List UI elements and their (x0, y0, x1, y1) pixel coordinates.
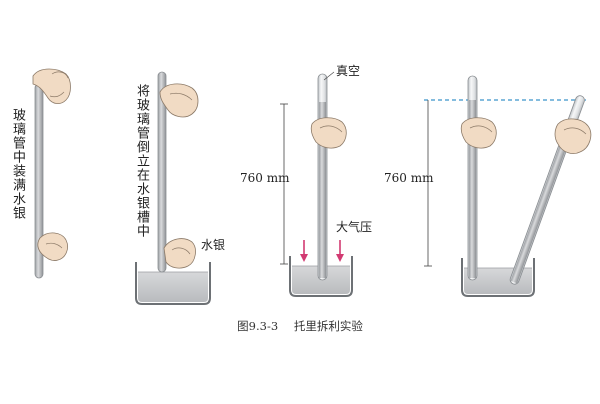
hand-icon (163, 238, 196, 269)
panel-1 (32, 68, 71, 279)
height-dimension (424, 100, 432, 267)
hand-icon (460, 117, 497, 149)
panel-4 (424, 75, 592, 297)
panel-2 (135, 71, 211, 305)
mercury-trough-icon (135, 262, 211, 305)
glass-tube-icon (157, 71, 167, 273)
hand-icon (32, 68, 71, 104)
pressure-arrow-icon (300, 240, 308, 262)
atmospheric-pressure-label: 大气压 (336, 220, 373, 234)
figure-number: 图9.3-3 (237, 319, 279, 333)
vacuum-label: 真空 (336, 64, 361, 78)
height-dimension (280, 103, 288, 265)
hand-icon (554, 118, 592, 154)
panel2-vertical-label: 将玻璃管倒立在水银槽中 (134, 84, 149, 238)
panel1-vertical-label: 玻璃管中装满水银 (10, 108, 25, 220)
figure-caption: 图9.3-3 托里拆利实验 (0, 318, 600, 334)
mercury-label: 水银 (201, 238, 226, 252)
panel-3 (280, 71, 353, 297)
figure-title: 托里拆利实验 (293, 319, 363, 333)
height-label-panel4: 760 mm (384, 171, 434, 185)
height-label-panel3: 760 mm (240, 171, 290, 185)
pressure-arrow-icon (336, 240, 344, 262)
hand-icon (159, 83, 199, 118)
hand-icon (310, 117, 347, 149)
hand-icon (37, 232, 68, 261)
